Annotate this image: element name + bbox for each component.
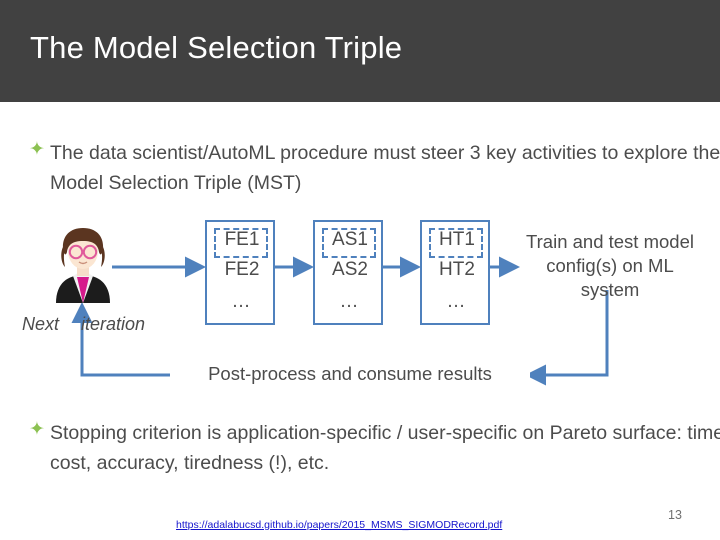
post-process-label: Post-process and consume results [170, 363, 530, 385]
next-iteration-label-left: Next [22, 314, 60, 334]
stage-fe-line1: FE1 [224, 229, 260, 250]
arrow-traintest-to-postprocess [525, 290, 609, 386]
stage-as-line3: … [339, 291, 361, 312]
stage-box-algorithm-selection[interactable]: AS1 AS2 … [313, 220, 383, 325]
bullet-2-text: Stopping criterion is application-specif… [50, 422, 720, 474]
stage-box-ht-highlight [429, 228, 483, 258]
stage-ht-line3: … [446, 291, 468, 312]
slide-title-bar: The Model Selection Triple [0, 0, 720, 102]
stage-as-line1: AS1 [332, 229, 368, 250]
stage-box-fe-highlight [214, 228, 268, 258]
stage-box-feature-engineering[interactable]: FE1 FE2 … [205, 220, 275, 325]
stage-fe-line3: … [231, 291, 253, 312]
model-selection-triple-diagram: Next iteration FE1 FE2 … AS1 AS2 … HT1 HT… [0, 205, 720, 395]
page-number: 13 [668, 508, 682, 522]
diamond-bullet-icon: ✦ [29, 139, 45, 160]
stage-fe-line2: FE2 [224, 259, 260, 280]
next-iteration-label-right: iteration [81, 314, 146, 334]
page-title: The Model Selection Triple [30, 30, 403, 65]
stage-ht-line1: HT1 [439, 229, 475, 250]
train-and-test-label: Train and test model config(s) on ML sys… [526, 231, 694, 300]
data-scientist-avatar-icon [46, 223, 120, 303]
arrow-postprocess-to-next-iteration [71, 302, 170, 377]
diagram-connectors [71, 256, 609, 386]
stage-ht-line2: HT2 [439, 259, 475, 280]
stage-box-as-highlight [322, 228, 376, 258]
diamond-bullet-icon: ✦ [29, 419, 45, 440]
next-iteration-label: Next iteration [22, 313, 145, 335]
stage-as-line2: AS2 [332, 259, 368, 280]
source-paper-link[interactable]: https://adalabucsd.github.io/papers/2015… [176, 519, 503, 531]
bullet-1-text: The data scientist/AutoML procedure must… [50, 142, 720, 194]
stage-box-hyperparameter-tuning[interactable]: HT1 HT2 … [420, 220, 490, 325]
